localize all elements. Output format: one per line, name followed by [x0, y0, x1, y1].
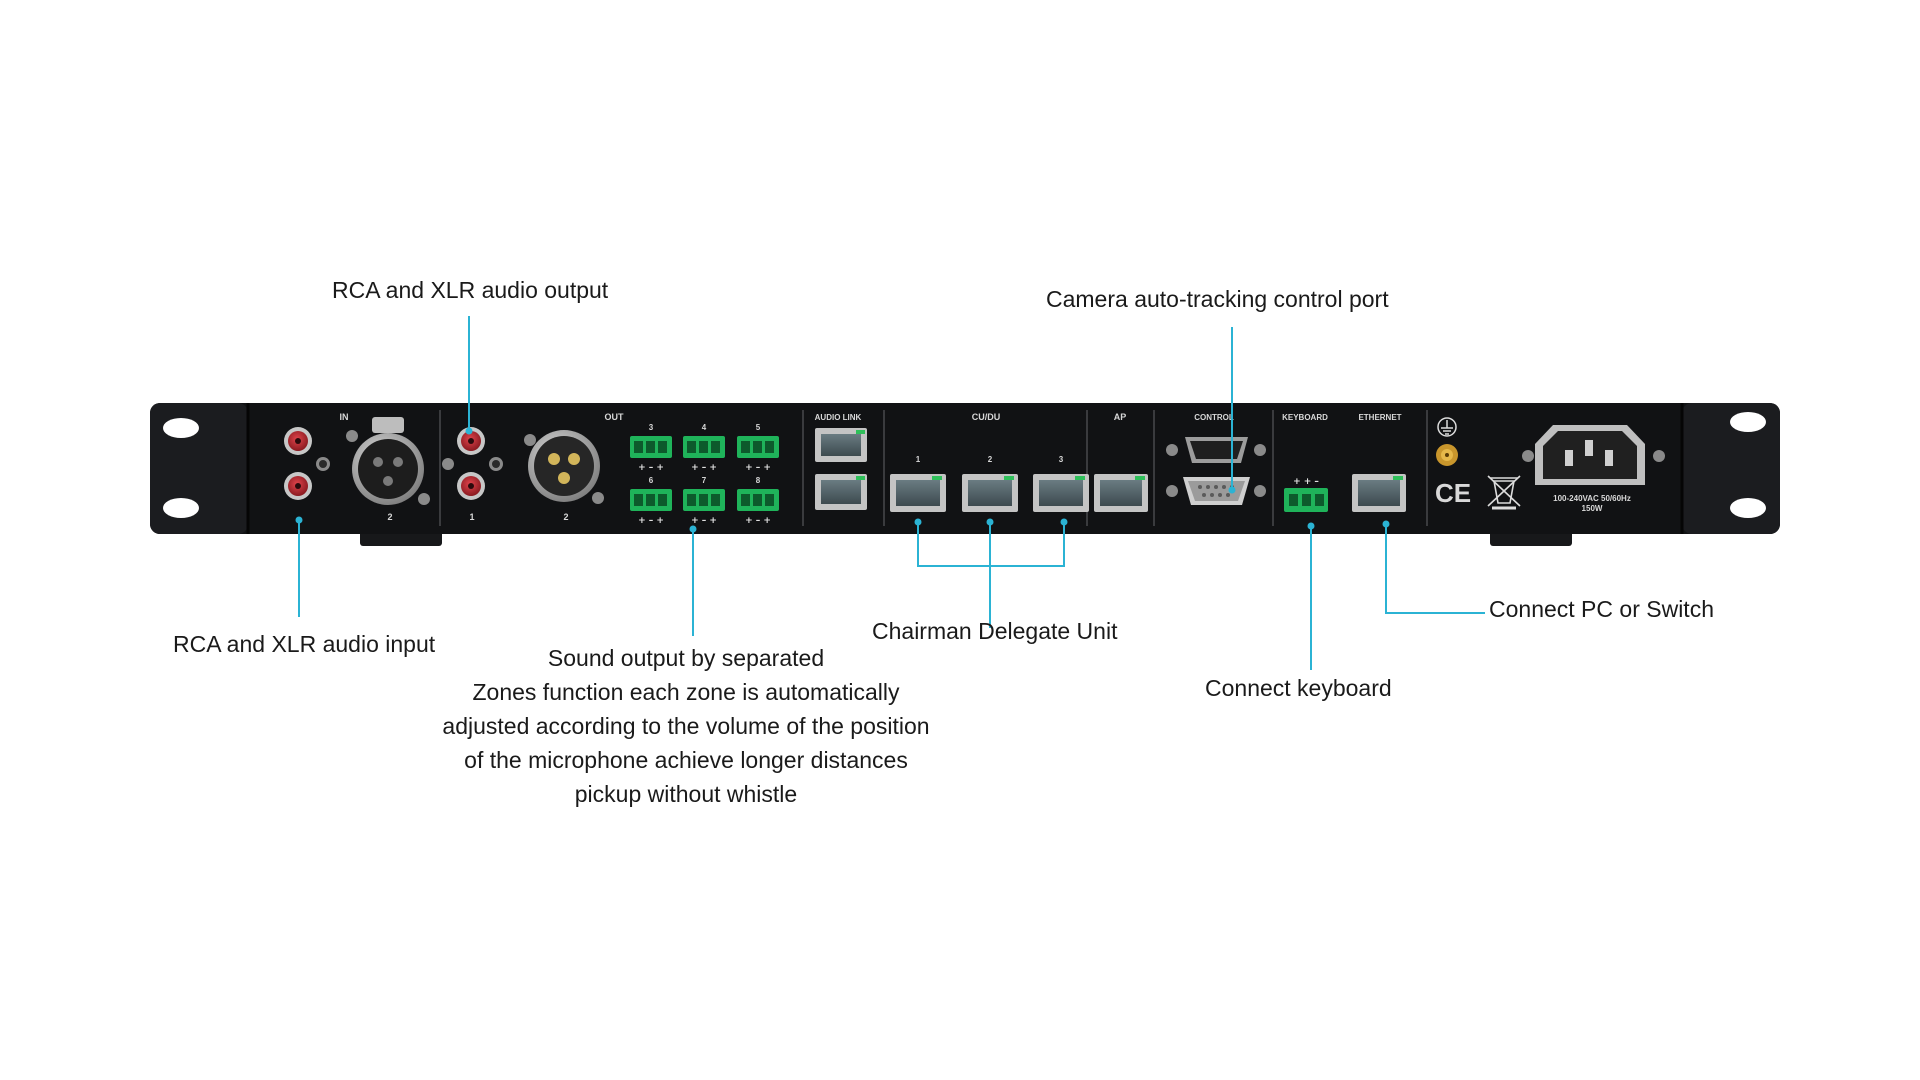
section-label-audio-link: AUDIO LINK: [815, 413, 862, 422]
rca-input-jacks[interactable]: [284, 427, 330, 500]
cudu-port-number: 2: [988, 455, 993, 464]
section-label-cudu: CU/DU: [972, 412, 1001, 422]
section-label-control: CONTROL: [1194, 413, 1234, 422]
terminal-polarity: + – +: [638, 463, 664, 473]
antenna-connector-icon: [1436, 444, 1458, 466]
callout-rca-xlr-output: RCA and XLR audio output: [332, 277, 609, 303]
keyboard-polarity: + + –: [1293, 477, 1319, 487]
power-inlet[interactable]: [1522, 425, 1665, 485]
xlr-output-number: 2: [563, 512, 568, 522]
terminal-polarity: + – +: [638, 516, 664, 526]
callout-sound-output-line: adjusted according to the volume of the …: [442, 713, 930, 739]
xlr-input-connector[interactable]: [346, 417, 430, 505]
zone-terminal[interactable]: [630, 436, 672, 458]
rca-output-jacks[interactable]: [442, 427, 503, 500]
leader-dot: [1228, 486, 1236, 494]
leader-dot: [986, 518, 994, 526]
ethernet-port[interactable]: [1352, 474, 1406, 512]
callout-lines: [295, 316, 1485, 670]
callout-sound-output-line: of the microphone achieve longer distanc…: [464, 747, 908, 773]
zone-output-terminals: 3 + – + 4 + – + 5 + – + 6 + – + 7 + – + 8 + – +: [630, 423, 779, 526]
terminal-polarity: + – +: [745, 463, 771, 473]
section-label-keyboard: KEYBOARD: [1282, 413, 1328, 422]
power-rating-line1: 100-240VAC 50/60Hz: [1553, 494, 1631, 503]
zone-number: 3: [649, 423, 654, 432]
leader-dot: [914, 518, 922, 526]
power-rating-line2: 150W: [1582, 504, 1603, 513]
callout-sound-output-line: pickup without whistle: [574, 781, 798, 807]
zone-terminal[interactable]: [630, 489, 672, 511]
mount-hole: [163, 418, 199, 438]
zone-number: 4: [702, 423, 707, 432]
cudu-port[interactable]: [962, 474, 1018, 512]
callout-chairman-delegate: Chairman Delegate Unit: [872, 618, 1118, 644]
rack-ear-left: [150, 403, 248, 534]
leader-connect-pc: [1385, 524, 1485, 614]
zone-number: 8: [756, 476, 761, 485]
rca-output-number: 1: [469, 512, 474, 522]
zone-terminal[interactable]: [683, 436, 725, 458]
ce-mark: CE: [1435, 478, 1471, 508]
zone-terminal[interactable]: [683, 489, 725, 511]
callout-rca-xlr-input: RCA and XLR audio input: [173, 631, 436, 657]
leader-dot: [465, 427, 473, 435]
audio-link-ports[interactable]: [815, 428, 867, 510]
zone-number: 6: [649, 476, 654, 485]
leader-dot: [1060, 518, 1068, 526]
callout-camera-control: Camera auto-tracking control port: [1046, 286, 1389, 312]
section-label-in: IN: [340, 412, 349, 422]
callout-connect-pc: Connect PC or Switch: [1489, 596, 1714, 622]
callout-sound-output: Sound output by separated Zones function…: [436, 641, 936, 811]
callout-connect-keyboard: Connect keyboard: [1205, 675, 1392, 701]
xlr-output-connector[interactable]: [524, 430, 604, 504]
zone-number: 5: [756, 423, 761, 432]
weee-bin-icon: [1487, 475, 1521, 510]
callout-sound-output-line: Zones function each zone is automaticall…: [472, 679, 900, 705]
leader-dot: [689, 525, 697, 533]
terminal-polarity: + – +: [691, 463, 717, 473]
section-label-ap: AP: [1114, 412, 1127, 422]
section-label-ethernet: ETHERNET: [1358, 413, 1401, 422]
mount-hole: [1730, 412, 1766, 432]
zone-terminal[interactable]: [737, 489, 779, 511]
cudu-port[interactable]: [1033, 474, 1089, 512]
zone-terminal[interactable]: [737, 436, 779, 458]
terminal-polarity: + – +: [745, 516, 771, 526]
xlr-input-number: 2: [387, 512, 392, 522]
leader-dot: [1382, 520, 1390, 528]
cudu-ports: 1 2 3: [890, 455, 1089, 512]
cudu-port-number: 1: [916, 455, 921, 464]
mount-hole: [1730, 498, 1766, 518]
leader-dot: [295, 516, 303, 524]
section-label-out: OUT: [605, 412, 625, 422]
mount-hole: [163, 498, 199, 518]
zone-number: 7: [702, 476, 707, 485]
ground-icon: [1437, 417, 1457, 437]
ap-port[interactable]: [1094, 474, 1148, 512]
keyboard-terminal[interactable]: [1284, 488, 1328, 512]
terminal-polarity: + – +: [691, 516, 717, 526]
callout-sound-output-line: Sound output by separated: [547, 645, 825, 671]
cudu-port[interactable]: [890, 474, 946, 512]
leader-dot: [1307, 522, 1315, 530]
cudu-port-number: 3: [1059, 455, 1064, 464]
